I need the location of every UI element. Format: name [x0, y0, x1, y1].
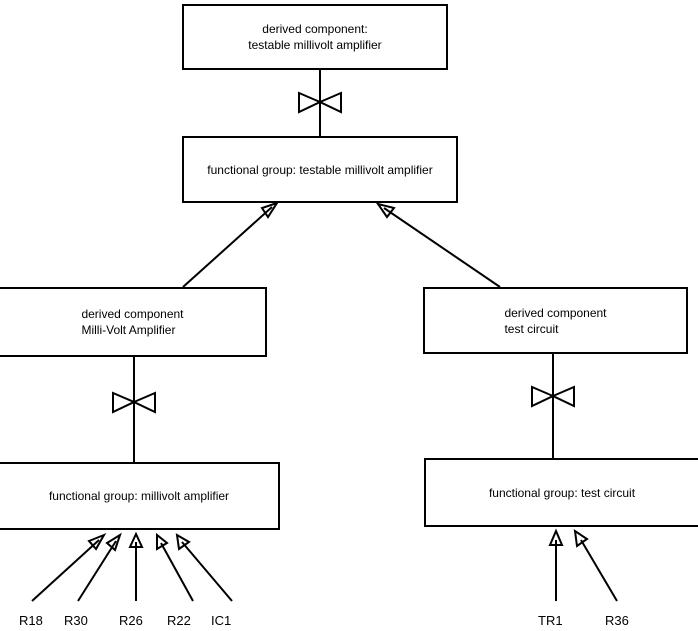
open-arrowhead-icon-right-branch [375, 202, 396, 219]
connector-left-derived-to-top-functional [182, 206, 273, 288]
leaf-connectors-millivolt-amplifier [31, 531, 233, 602]
bowtie-icon-top [298, 91, 342, 114]
node-right-functional-group[interactable]: functional group: test circuit [424, 458, 698, 527]
node-top-functional-group[interactable]: functional group: testable millivolt amp… [182, 136, 458, 203]
node-left-functional-group[interactable]: functional group: millivolt amplifier [0, 462, 280, 530]
node-top-functional-group-label: functional group: testable millivolt amp… [207, 162, 433, 177]
bowtie-icon-right [531, 385, 575, 408]
node-left-functional-group-label: functional group: millivolt amplifier [48, 489, 230, 503]
node-right-derived-component-label: derived component test circuit [504, 305, 607, 336]
node-right-functional-group-label: functional group: test circuit [488, 485, 636, 500]
node-left-derived-component[interactable]: derived component Milli-Volt Amplifier [0, 287, 267, 357]
node-right-derived-component[interactable]: derived component test circuit [423, 287, 688, 354]
node-top-derived-component-label: derived component: testable millivolt am… [248, 22, 382, 52]
node-top-derived-component[interactable]: derived component: testable millivolt am… [182, 4, 448, 70]
open-arrowhead-icon-left-branch [260, 201, 280, 219]
bowtie-icon-left [112, 391, 156, 414]
connector-right-derived-to-top-functional [383, 207, 501, 288]
leaf-label-ic1[interactable]: IC1 [211, 613, 232, 628]
node-left-derived-component-label: derived component Milli-Volt Amplifier [81, 307, 184, 337]
leaf-label-r26[interactable]: R26 [119, 613, 143, 628]
leaf-label-r22[interactable]: R22 [167, 613, 191, 628]
leaf-label-r36[interactable]: R36 [605, 613, 629, 628]
leaf-label-r30[interactable]: R30 [64, 613, 88, 628]
leaf-label-r18[interactable]: R18 [19, 613, 43, 628]
leaf-connectors-test-circuit [548, 528, 618, 602]
leaf-label-tr1[interactable]: TR1 [538, 613, 563, 628]
